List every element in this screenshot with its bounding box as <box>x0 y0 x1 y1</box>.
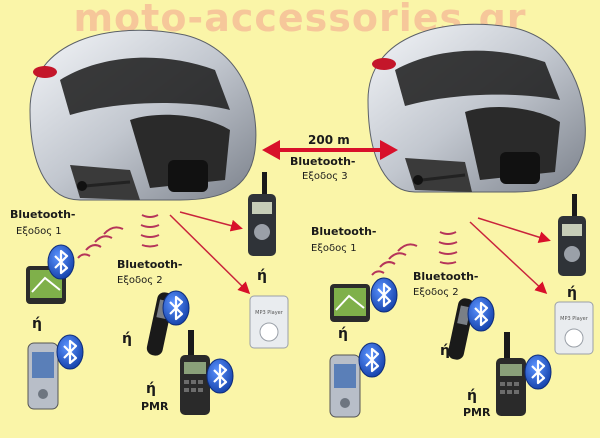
bluetooth-icon-left-pmr <box>206 358 234 394</box>
right-or-4: ή <box>567 285 577 301</box>
right-or-2: ή <box>440 343 450 359</box>
wave-left-1 <box>77 226 124 259</box>
bluetooth-icon-right-gps <box>370 277 398 313</box>
bluetooth-icon-right-phone <box>358 342 386 378</box>
right-or-1: ή <box>338 326 348 342</box>
walkie-device-left <box>248 172 276 256</box>
pmr-radio-right <box>496 332 526 416</box>
gps-device-right <box>330 284 370 322</box>
mp3-player-left: MP3 Player <box>249 295 289 349</box>
phone-device-right <box>329 354 361 418</box>
right-or-3: ή <box>467 388 477 404</box>
bluetooth-icon-right-pmr <box>524 354 552 390</box>
right-bt2-line2: Εξοδος 2 <box>413 287 459 298</box>
left-bt1-line1: Bluetooth- <box>10 208 76 221</box>
mp3-dongle-right <box>448 298 474 360</box>
center-bt-line2: Εξοδος 3 <box>302 171 348 182</box>
right-pmr: PMR <box>463 406 491 419</box>
arrows-right <box>469 217 551 295</box>
mp3-player-left-label: MP3 Player <box>255 310 284 316</box>
pmr-radio-left <box>180 330 210 415</box>
left-or-3: ή <box>146 381 156 397</box>
bluetooth-badges <box>47 244 552 394</box>
left-or-4: ή <box>257 268 267 284</box>
link-arrow <box>262 140 398 160</box>
phone-device-left <box>27 342 59 410</box>
intercom-unit-right <box>500 152 540 184</box>
arrows-left <box>169 211 251 295</box>
bluetooth-icon-right-dongle <box>467 296 495 332</box>
intercom-unit-left <box>168 160 208 192</box>
left-pmr: PMR <box>141 400 169 413</box>
bluetooth-icon-left-gps <box>47 244 75 280</box>
wave-right-1 <box>371 243 418 276</box>
helmet-left <box>29 29 257 201</box>
microphone-icon-right <box>413 175 423 185</box>
wave-right-2 <box>438 231 458 265</box>
right-bt1-line2: Εξοδος 1 <box>311 243 357 254</box>
left-or-2: ή <box>122 331 132 347</box>
left-bt2-line2: Εξοδος 2 <box>117 275 163 286</box>
bluetooth-icon-left-dongle <box>162 290 190 326</box>
left-bt1-line2: Εξοδος 1 <box>16 226 62 237</box>
helmet-right <box>367 23 586 193</box>
bluetooth-icon-left-phone <box>56 334 84 370</box>
left-bt2-line1: Bluetooth- <box>117 258 183 271</box>
wave-left-2 <box>140 214 160 248</box>
right-bt2-line1: Bluetooth- <box>413 270 479 283</box>
walkie-device-right <box>558 194 586 276</box>
distance-label: 200 m <box>308 133 350 147</box>
center-bt-line1: Bluetooth- <box>290 155 356 168</box>
mp3-player-right-label: MP3 Player <box>560 316 589 322</box>
right-bt1-line1: Bluetooth- <box>311 225 377 238</box>
left-or-1: ή <box>32 316 42 332</box>
microphone-icon-left <box>77 181 87 191</box>
mp3-player-right: MP3 Player <box>554 301 594 355</box>
